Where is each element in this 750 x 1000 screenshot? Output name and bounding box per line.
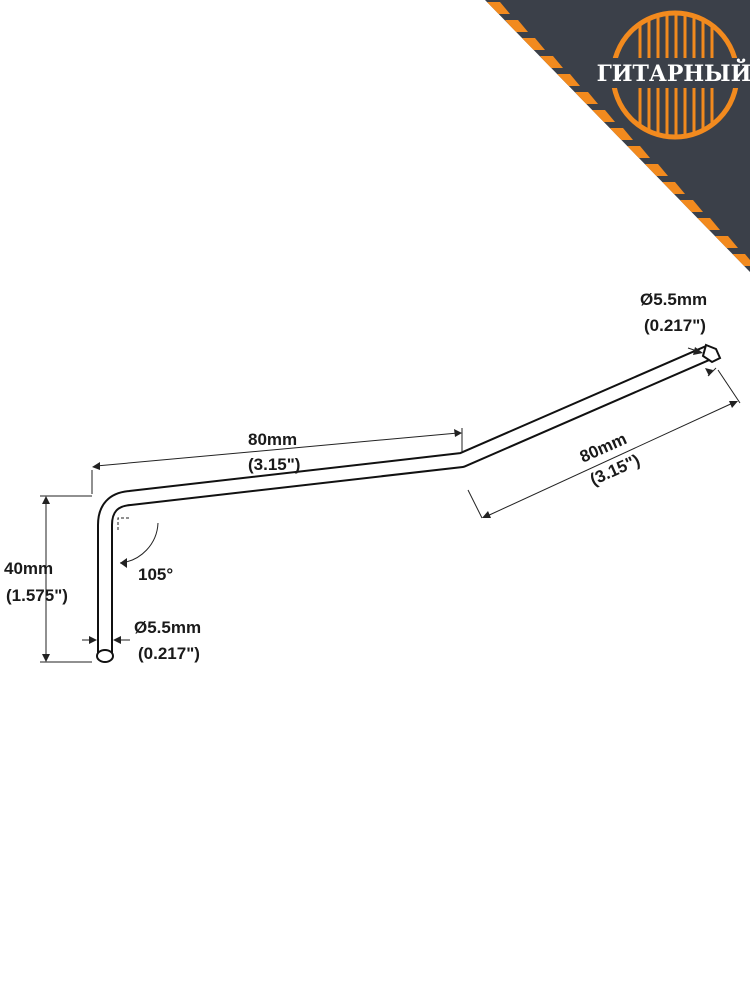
- brand-corner: ГИТАРНЫЙ: [485, 0, 750, 272]
- top-diameter-in-label: (0.217"): [644, 316, 706, 335]
- hazard-stripes: [487, 2, 750, 266]
- bottom-diameter-dimension: Ø5.5mm (0.217"): [82, 618, 201, 663]
- short-segment-dimension: 80mm (3.15"): [467, 369, 741, 519]
- height-in-label: (1.575"): [6, 586, 68, 605]
- top-diameter-dimension: Ø5.5mm (0.217"): [640, 290, 717, 377]
- angle-indicator: 105°: [117, 517, 173, 584]
- long-segment-dimension: 80mm (3.15"): [91, 428, 463, 494]
- long-segment-mm-label: 80mm: [248, 430, 297, 449]
- angle-label: 105°: [138, 565, 173, 584]
- bottom-diameter-in-label: (0.217"): [138, 644, 200, 663]
- arm-top-tip: [701, 343, 722, 364]
- height-dimension: 40mm (1.575"): [4, 495, 92, 663]
- bottom-diameter-mm-label: Ø5.5mm: [134, 618, 201, 637]
- top-diameter-mm-label: Ø5.5mm: [640, 290, 707, 309]
- long-segment-in-label: (3.15"): [248, 455, 300, 474]
- brand-name: ГИТАРНЫЙ: [597, 58, 750, 87]
- tremolo-arm: [96, 343, 722, 663]
- arm-bottom-tip: [96, 649, 114, 663]
- height-mm-label: 40mm: [4, 559, 53, 578]
- brand-logo-icon: [598, 10, 750, 140]
